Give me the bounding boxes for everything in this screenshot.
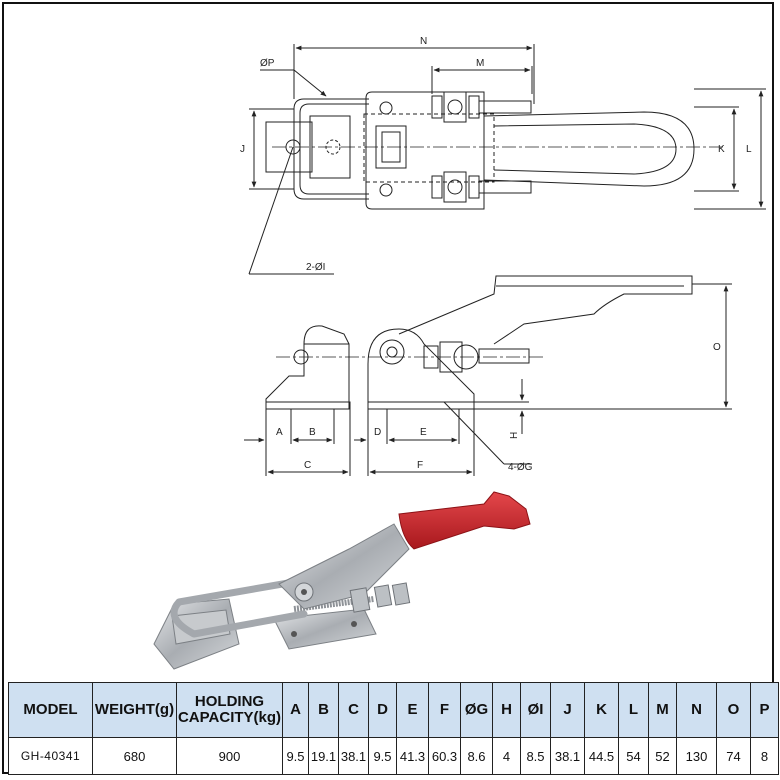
header-j: J [550, 682, 585, 738]
side-view [244, 275, 732, 476]
dim-label-m: M [476, 58, 484, 69]
cell-g: 8.6 [460, 737, 493, 775]
dim-label-h: H [509, 432, 520, 439]
cell-weight: 680 [92, 737, 177, 775]
cell-l: 54 [618, 737, 649, 775]
cell-o: 74 [716, 737, 751, 775]
cell-k: 44.5 [584, 737, 619, 775]
latch-clamp-photo [153, 491, 531, 670]
header-c: C [338, 682, 369, 738]
dim-label-f: F [417, 460, 423, 471]
cell-m: 52 [648, 737, 677, 775]
dim-label-o: O [713, 342, 721, 353]
dim-label-a: A [276, 427, 283, 438]
technical-drawing: N M ØP J K L 2-ØI [153, 36, 766, 670]
cell-f: 60.3 [428, 737, 461, 775]
header-n: N [676, 682, 717, 738]
dim-label-e: E [420, 427, 427, 438]
header-f: F [428, 682, 461, 738]
header-l: L [618, 682, 649, 738]
cell-b: 19.1 [308, 737, 339, 775]
cell-d: 9.5 [368, 737, 397, 775]
dim-label-b: B [309, 427, 316, 438]
dim-label-g: 4-ØG [508, 462, 533, 473]
cell-a: 9.5 [282, 737, 309, 775]
header-h: H [492, 682, 521, 738]
dim-label-j: J [240, 144, 245, 155]
header-o: O [716, 682, 751, 738]
spec-table-header-row: MODEL WEIGHT(g) HOLDING CAPACITY(kg) A B… [8, 682, 779, 738]
dim-label-p: ØP [260, 58, 275, 69]
cell-model: GH-40341 [8, 737, 93, 775]
cell-h: 4 [492, 737, 521, 775]
dim-label-c: C [304, 460, 311, 471]
dim-label-d: D [374, 427, 381, 438]
dim-label-l: L [746, 144, 752, 155]
header-m: M [648, 682, 677, 738]
cell-n: 130 [676, 737, 717, 775]
header-d: D [368, 682, 397, 738]
header-holding-capacity: HOLDING CAPACITY(kg) [176, 682, 283, 738]
header-p: P [750, 682, 779, 738]
header-weight: WEIGHT(g) [92, 682, 177, 738]
spec-table: MODEL WEIGHT(g) HOLDING CAPACITY(kg) A B… [8, 682, 779, 775]
header-a: A [282, 682, 309, 738]
dim-label-k: K [718, 144, 725, 155]
cell-c: 38.1 [338, 737, 369, 775]
cell-holding-capacity: 900 [176, 737, 283, 775]
header-e: E [396, 682, 429, 738]
cell-j: 38.1 [550, 737, 585, 775]
cell-p: 8 [750, 737, 779, 775]
cell-i: 8.5 [520, 737, 551, 775]
header-model: MODEL [8, 682, 93, 738]
header-i: ØI [520, 682, 551, 738]
spec-table-row: GH-40341 680 900 9.5 19.1 38.1 9.5 41.3 … [8, 737, 779, 775]
header-b: B [308, 682, 339, 738]
top-view [248, 44, 766, 275]
header-k: K [584, 682, 619, 738]
cell-e: 41.3 [396, 737, 429, 775]
dim-label-i: 2-ØI [306, 262, 325, 273]
dim-label-n: N [420, 36, 427, 47]
header-g: ØG [460, 682, 493, 738]
